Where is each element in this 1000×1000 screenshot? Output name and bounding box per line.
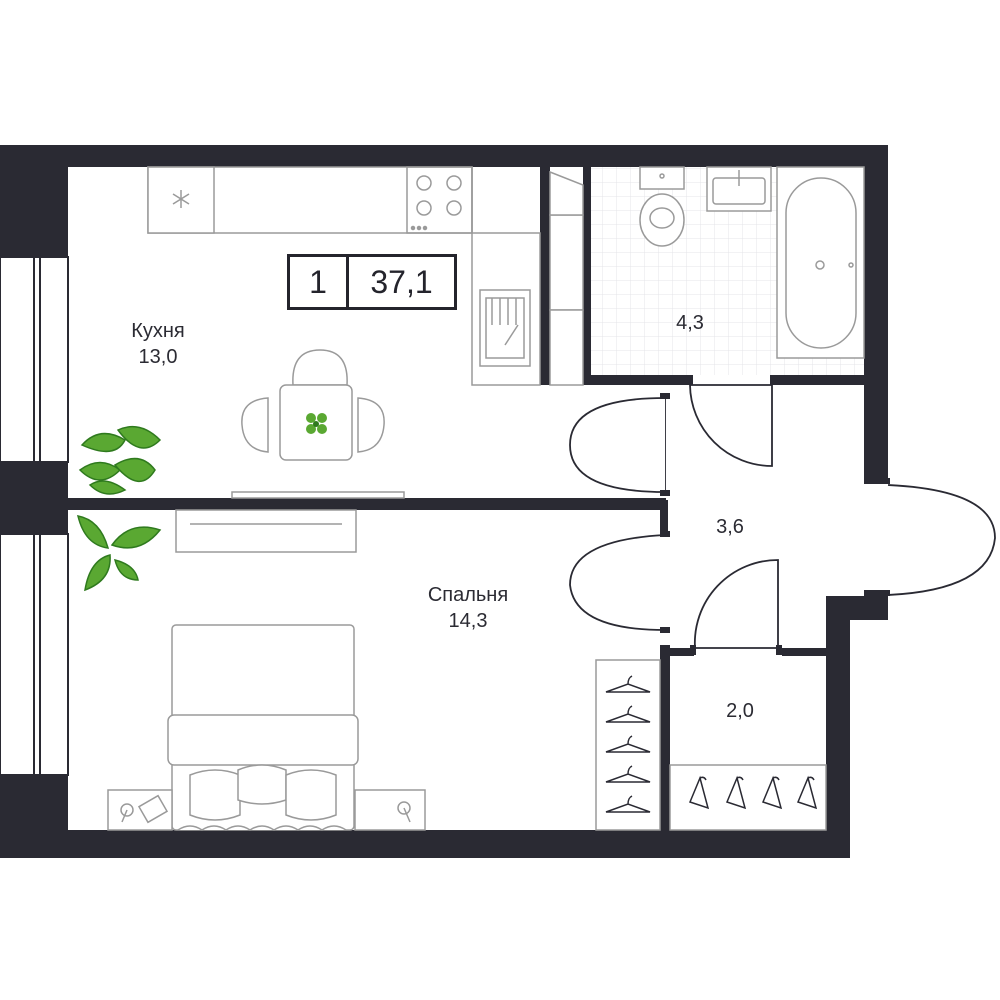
room-count: 1 [290, 257, 349, 307]
kitchen-counter [147, 166, 541, 386]
bedroom-label: Спальня 14,3 [408, 582, 528, 634]
nightstand-right [354, 789, 426, 831]
stove [406, 166, 473, 234]
toilet [639, 166, 685, 247]
door-jambs [660, 375, 890, 655]
total-area: 37,1 [370, 263, 433, 300]
window-kitchen [0, 256, 69, 463]
bathroom-area: 4,3 [676, 312, 704, 334]
hallway-area: 3,6 [716, 516, 744, 538]
table-flower [306, 413, 327, 434]
kitchen-sink [479, 289, 531, 367]
bedroom-name: Спальня [427, 584, 509, 606]
bath-sink [706, 166, 772, 212]
wardrobe-rail [669, 764, 827, 831]
doors [569, 384, 996, 649]
walls [0, 145, 888, 858]
kitchen-label: Кухня 13,0 [108, 318, 208, 370]
plant-bedroom [76, 515, 162, 592]
wardrobe-area: 2,0 [726, 700, 754, 722]
tv-unit [175, 491, 405, 553]
hangers-vertical [605, 675, 651, 813]
snowflake-icon [172, 190, 190, 208]
dining-table [241, 349, 385, 461]
kitchen-area: 13,0 [138, 346, 178, 368]
bed [167, 624, 359, 831]
apartment-badge: 1 37,1 [287, 254, 457, 310]
kitchen-name: Кухня [131, 320, 185, 342]
plant-kitchen [78, 425, 162, 495]
fridge-shelves [549, 170, 584, 386]
bathtub [776, 166, 865, 359]
bedroom-area: 14,3 [448, 610, 488, 632]
nightstand-left [107, 789, 173, 831]
window-bedroom [0, 533, 69, 776]
hangers-horizontal [688, 775, 818, 810]
